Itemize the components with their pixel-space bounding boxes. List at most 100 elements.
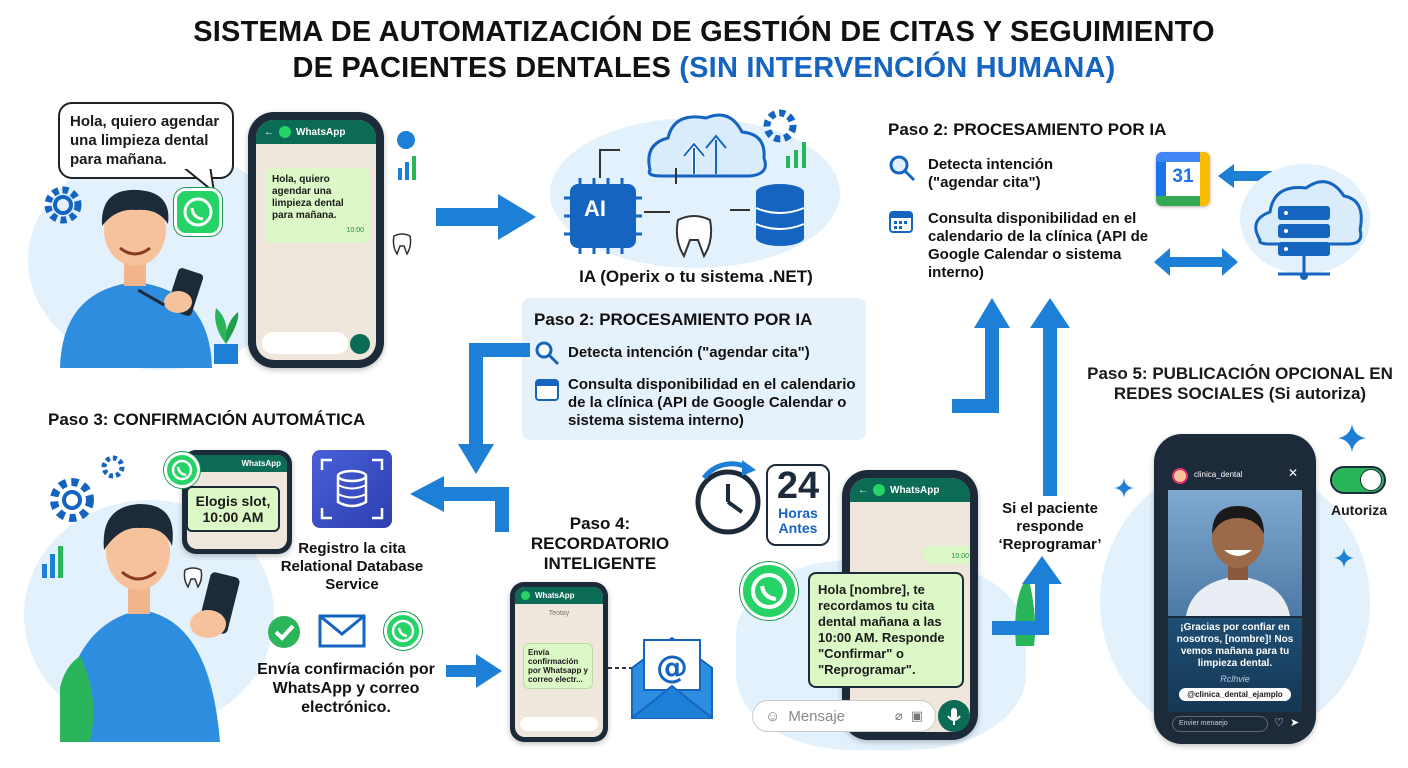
- toggle-knob: [1360, 469, 1382, 491]
- message-input-placeholder: Mensaje: [788, 707, 846, 725]
- chat-message-text: Hola, quiero agendar una limpieza dental…: [272, 174, 344, 221]
- attach-icon[interactable]: ⌀: [894, 708, 903, 723]
- search-icon: [535, 341, 560, 366]
- arrow-reschedule-to-processing: [1030, 298, 1070, 496]
- hours-label: Horas: [778, 505, 818, 521]
- arrow-panel-to-step3: [458, 343, 530, 474]
- dashed-connector: [608, 667, 634, 669]
- smiling-person-illustration: [1186, 506, 1290, 616]
- post-signature: Rclhvie: [1220, 674, 1250, 684]
- chat-input-bar[interactable]: [262, 332, 348, 354]
- chart-icon: [42, 546, 63, 578]
- whatsapp-header: ← WhatsApp: [850, 478, 970, 502]
- whatsapp-header: WhatsApp: [187, 455, 287, 472]
- back-arrow-icon[interactable]: ←: [264, 126, 274, 138]
- db-caption: Registro la cita Relational Database Ser…: [280, 540, 424, 593]
- patient-speech-text: Hola, quiero agendar una limpieza dental…: [70, 113, 220, 168]
- whatsapp-logo-icon: [521, 591, 530, 600]
- rds-database-icon: [312, 450, 392, 528]
- plant-icon: [214, 308, 239, 364]
- account-avatar: [1172, 468, 1188, 484]
- whatsapp-app-name: WhatsApp: [890, 484, 940, 496]
- whatsapp-app-name: WhatsApp: [296, 126, 346, 138]
- clock-icon: [695, 460, 761, 535]
- chat-input-bar[interactable]: [520, 717, 598, 731]
- post-text: ¡Gracias por confiar en nosotros, [nombr…: [1176, 622, 1294, 669]
- back-arrow-icon[interactable]: ←: [858, 484, 868, 496]
- reschedule-text: Si el paciente responde ‘Reprogramar’: [998, 500, 1102, 553]
- ai-caption: IA (Operix o tu sistema .NET): [579, 267, 813, 286]
- arrow-server-to-calendar: [1218, 164, 1272, 188]
- calendar-icon: [535, 379, 559, 401]
- arrow-to-step3: [410, 476, 509, 532]
- svg-text:@: @: [656, 648, 688, 686]
- step2-top-heading: Paso 2: PROCESAMIENTO POR IA: [888, 120, 1167, 139]
- social-phone: clinica_dental ✕ ¡Gracias por confiar en…: [1154, 434, 1316, 744]
- google-calendar-icon: 31: [1156, 152, 1210, 206]
- whatsapp-header: ← WhatsApp: [256, 120, 376, 144]
- social-phone-screen: clinica_dental ✕ ¡Gracias por confiar en…: [1162, 442, 1308, 736]
- post-caption-area: ¡Gracias por confiar en nosotros, [nombr…: [1168, 618, 1302, 712]
- camera-icon[interactable]: ▣: [910, 708, 923, 723]
- hours-number: 24: [776, 465, 820, 507]
- post-photo: [1168, 490, 1302, 616]
- story-reply-input[interactable]: Envier menaejo: [1172, 716, 1268, 732]
- 24-hours-badge: 24 Horas Antes: [766, 464, 830, 546]
- whatsapp-header: WhatsApp: [515, 587, 603, 604]
- sparkle-icon: [1114, 478, 1134, 498]
- gear-icon: [101, 455, 125, 479]
- ai-architecture-illustration: [564, 109, 806, 259]
- double-arrow-server: [1154, 248, 1238, 276]
- whatsapp-app-name: WhatsApp: [241, 459, 281, 468]
- step2-mid-heading: Paso 2: PROCESAMIENTO POR IA: [534, 310, 813, 329]
- reminder-input-bar[interactable]: ☺ Mensaje ⌀ ▣: [752, 700, 936, 732]
- reminder-small-phone: WhatsApp Teotay Envía confirmación por W…: [510, 582, 608, 742]
- account-handle: @clinica_dental_ejamplo: [1179, 688, 1291, 701]
- whatsapp-logo-icon: [279, 126, 291, 138]
- gear-icon: [50, 478, 94, 522]
- chat-time: 10:00: [346, 227, 364, 234]
- title-line-2-main: DE PACIENTES DENTALES: [292, 52, 680, 84]
- whatsapp-icon: [384, 612, 422, 650]
- step3-heading: Paso 3: CONFIRMACIÓN AUTOMÁTICA: [48, 410, 366, 429]
- small-chat-message: Envía confirmación por Whatsapp y correo…: [523, 643, 593, 689]
- before-label: Antes: [778, 520, 818, 536]
- title-line-2: DE PACIENTES DENTALES (SIN INTERVENCIÓN …: [0, 50, 1408, 86]
- slot-message: Elogis slot, 10:00 AM: [186, 486, 280, 532]
- step2-top-item2: Consulta disponibilidad en el calendario…: [928, 210, 1149, 281]
- patient-phone: ← WhatsApp Hola, quiero agendar una limpi…: [248, 112, 384, 368]
- chat-message: Hola, quiero agendar una limpieza dental…: [266, 168, 370, 243]
- close-icon[interactable]: ✕: [1287, 466, 1298, 480]
- title-line-1: SISTEMA DE AUTOMATIZACIÓN DE GESTIÓN DE …: [193, 16, 1215, 48]
- step4-heading: Paso 4: RECORDATORIO INTELIGENTE: [530, 514, 670, 573]
- gear-icon: [44, 186, 82, 224]
- small-phone-screen: WhatsApp Teotay Envía confirmación por W…: [515, 587, 603, 737]
- emoji-icon[interactable]: ☺: [765, 707, 781, 725]
- patient-speech-bubble: Hola, quiero agendar una limpieza dental…: [58, 102, 234, 179]
- account-name: clinica_dental: [1194, 470, 1243, 479]
- previous-message: 10:00: [924, 546, 970, 564]
- arrow-to-ai: [436, 194, 536, 240]
- speech-bubble-tail: [180, 166, 216, 194]
- sparkle-icon: [1334, 548, 1354, 568]
- confirm-caption: Envía confirmación por WhatsApp y correo…: [257, 661, 435, 716]
- microphone-button[interactable]: [938, 700, 970, 732]
- ai-chip-label: AI: [584, 196, 606, 221]
- cloud-server-icon: [1254, 180, 1363, 280]
- reminder-message: Hola [nombre], te recordamos tu cita den…: [808, 572, 964, 688]
- heart-icon[interactable]: ♡: [1274, 717, 1284, 729]
- patient-with-phone-illustration: [60, 189, 212, 368]
- send-icon[interactable]: ➤: [1290, 717, 1300, 729]
- authorize-toggle[interactable]: [1330, 466, 1386, 494]
- calendar-day-number: 31: [1172, 166, 1194, 187]
- title-highlight: (SIN INTERVENCIÓN HUMANA): [679, 52, 1116, 84]
- authorize-label: Autoriza: [1331, 502, 1387, 518]
- patient-phone-screen: ← WhatsApp Hola, quiero agendar una limpi…: [256, 120, 376, 360]
- microphone-button[interactable]: [350, 334, 370, 354]
- whatsapp-icon: [174, 188, 222, 236]
- email-at-icon: @: [631, 636, 713, 719]
- check-icon: [268, 616, 300, 648]
- tooth-icon: [183, 567, 203, 589]
- step2-top-item1: Detecta intención ("agendar cita"): [928, 156, 1054, 191]
- arrow-reschedule-up: [992, 556, 1062, 635]
